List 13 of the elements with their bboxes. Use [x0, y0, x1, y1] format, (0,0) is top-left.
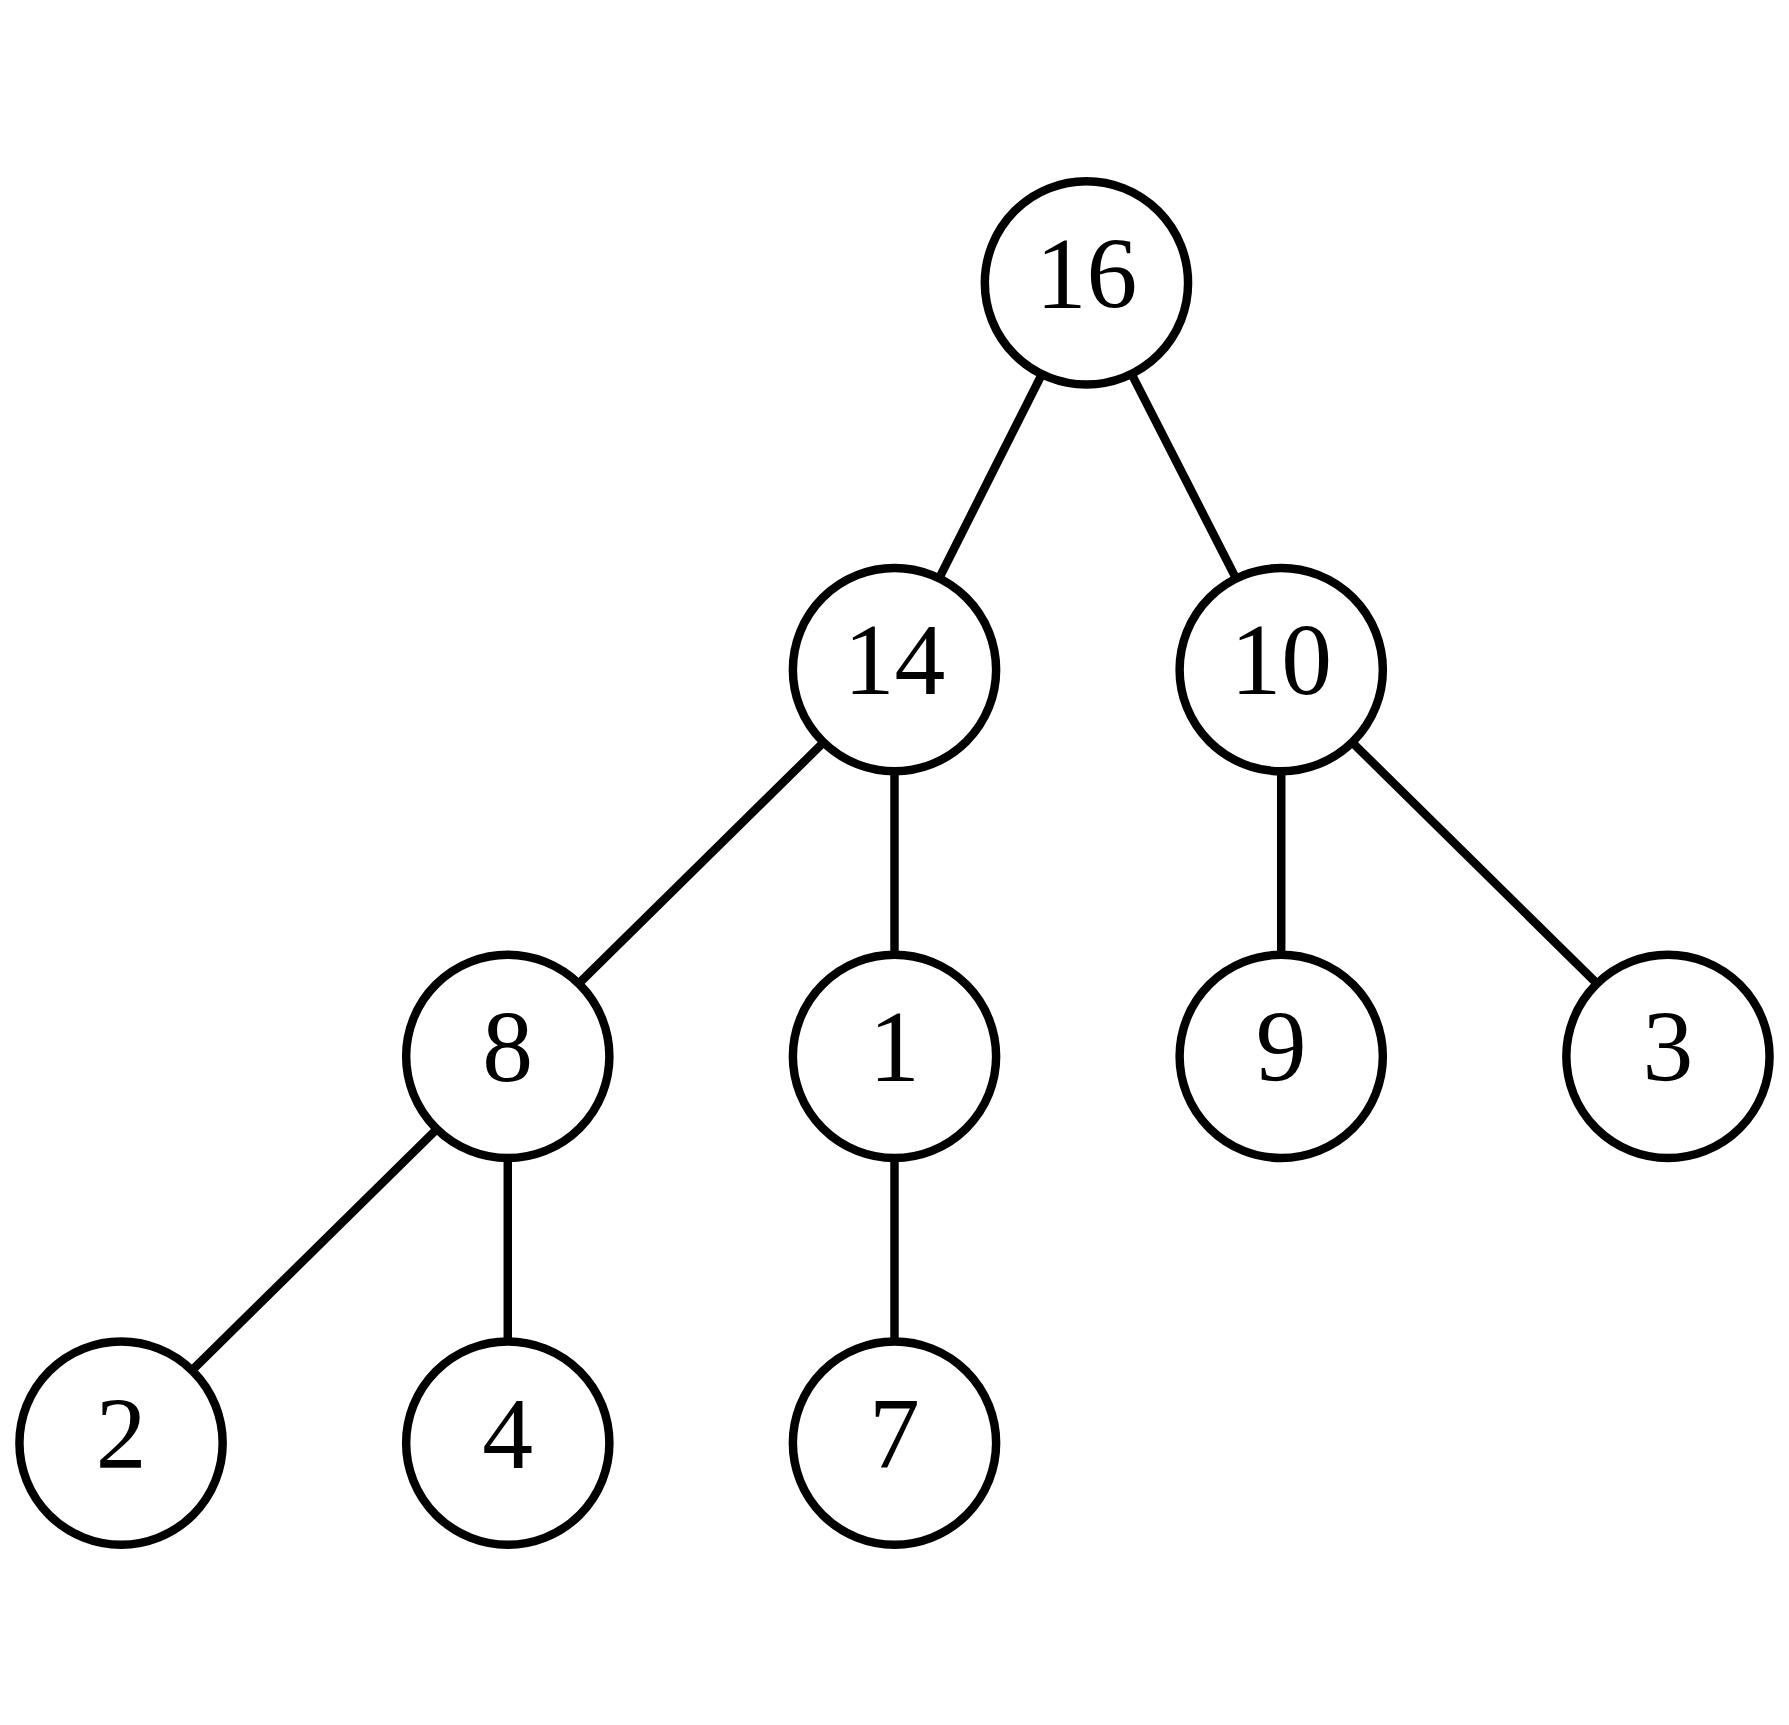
node-circle: 7 — [788, 1336, 1001, 1549]
node-circle: 2 — [15, 1336, 227, 1549]
node-circle: 4 — [401, 1336, 614, 1549]
node-circle: 14 — [788, 563, 1001, 775]
node-circle: 10 — [1175, 563, 1388, 775]
connector — [576, 739, 826, 986]
node-circle: 3 — [1562, 950, 1774, 1162]
connector — [1350, 739, 1600, 986]
node-circle: 16 — [980, 176, 1193, 389]
node-circle: 8 — [401, 950, 614, 1162]
node-circle: 9 — [1175, 950, 1388, 1162]
node-circle: 1 — [788, 950, 1001, 1162]
connector — [189, 1126, 439, 1373]
